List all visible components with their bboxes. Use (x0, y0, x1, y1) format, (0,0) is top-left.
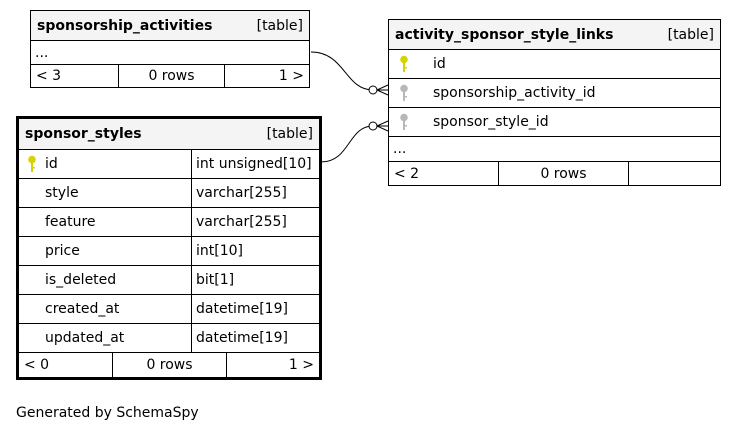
table-footer: < 2 0 rows (389, 162, 720, 185)
foreign-key-icon (400, 84, 408, 101)
column-type: datetime[19] (191, 295, 319, 323)
footer-children-link[interactable] (629, 162, 720, 185)
column-name: feature (45, 214, 96, 230)
table-sponsorship-activities[interactable]: sponsorship_activities [table] ... < 3 0… (30, 10, 310, 88)
column-row[interactable]: sponsor_style_id (389, 108, 720, 137)
column-name: updated_at (45, 330, 125, 346)
column-row[interactable]: sponsorship_activity_id (389, 79, 720, 108)
edge-styles-to-links (320, 125, 374, 163)
table-header: sponsorship_activities [table] (31, 11, 309, 41)
column-row[interactable]: id int unsigned[10] (19, 150, 319, 179)
foreign-key-icon (400, 113, 408, 130)
footer-row-count: 0 rows (498, 162, 629, 185)
column-type: varchar[255] (191, 208, 319, 236)
column-row[interactable]: price int[10] (19, 237, 319, 266)
column-type: bit[1] (191, 266, 319, 294)
footer-parents-link[interactable]: < 0 (24, 357, 50, 373)
column-name: sponsorship_activity_id (433, 85, 596, 101)
column-name: id (45, 156, 58, 172)
footer-row-count: 0 rows (112, 353, 227, 377)
generator-credit: Generated by SchemaSpy (16, 405, 199, 421)
edge-styles-crowfoot (376, 120, 389, 132)
column-row[interactable]: id (389, 50, 720, 79)
ellipsis-text: ... (35, 44, 49, 61)
ellipsis-row: ... (389, 137, 720, 162)
column-row[interactable]: created_at datetime[19] (19, 295, 319, 324)
footer-row-count: 0 rows (118, 65, 225, 87)
table-header: activity_sponsor_style_links [table] (389, 20, 720, 50)
ellipsis-row: ... (31, 41, 309, 65)
column-name: style (45, 185, 79, 201)
table-name: sponsorship_activities (37, 17, 213, 34)
column-name: created_at (45, 301, 120, 317)
table-kind: [table] (256, 17, 303, 34)
column-type: int[10] (191, 237, 319, 265)
table-kind: [table] (667, 26, 714, 43)
column-type: datetime[19] (191, 324, 319, 352)
column-type: varchar[255] (191, 179, 319, 207)
ellipsis-text: ... (393, 141, 407, 157)
column-type: int unsigned[10] (191, 150, 319, 178)
column-name: id (433, 56, 446, 72)
table-header: sponsor_styles [table] (19, 119, 319, 150)
column-name: sponsor_style_id (433, 114, 549, 130)
footer-children-link[interactable]: 1 > (278, 68, 304, 84)
table-footer: < 0 0 rows 1 > (19, 353, 319, 377)
edge-activities-to-links (310, 51, 374, 91)
primary-key-icon (28, 155, 36, 172)
table-footer: < 3 0 rows 1 > (31, 65, 309, 87)
table-name: activity_sponsor_style_links (395, 26, 614, 43)
edge-styles-optional-marker (368, 121, 378, 131)
column-name: is_deleted (45, 272, 117, 288)
table-name: sponsor_styles (25, 126, 142, 142)
column-row[interactable]: is_deleted bit[1] (19, 266, 319, 295)
column-row[interactable]: updated_at datetime[19] (19, 324, 319, 353)
table-kind: [table] (266, 126, 313, 142)
primary-key-icon (400, 55, 408, 72)
column-row[interactable]: feature varchar[255] (19, 208, 319, 237)
column-row[interactable]: style varchar[255] (19, 179, 319, 208)
footer-parents-link[interactable]: < 2 (394, 165, 420, 182)
footer-parents-link[interactable]: < 3 (36, 68, 62, 84)
table-activity-sponsor-style-links[interactable]: activity_sponsor_style_links [table] id … (388, 19, 721, 186)
table-sponsor-styles[interactable]: sponsor_styles [table] id int unsigned[1… (16, 116, 322, 380)
footer-children-link[interactable]: 1 > (288, 357, 314, 373)
edge-activities-crowfoot (376, 84, 389, 96)
column-name: price (45, 243, 80, 259)
edge-activities-optional-marker (368, 85, 378, 95)
